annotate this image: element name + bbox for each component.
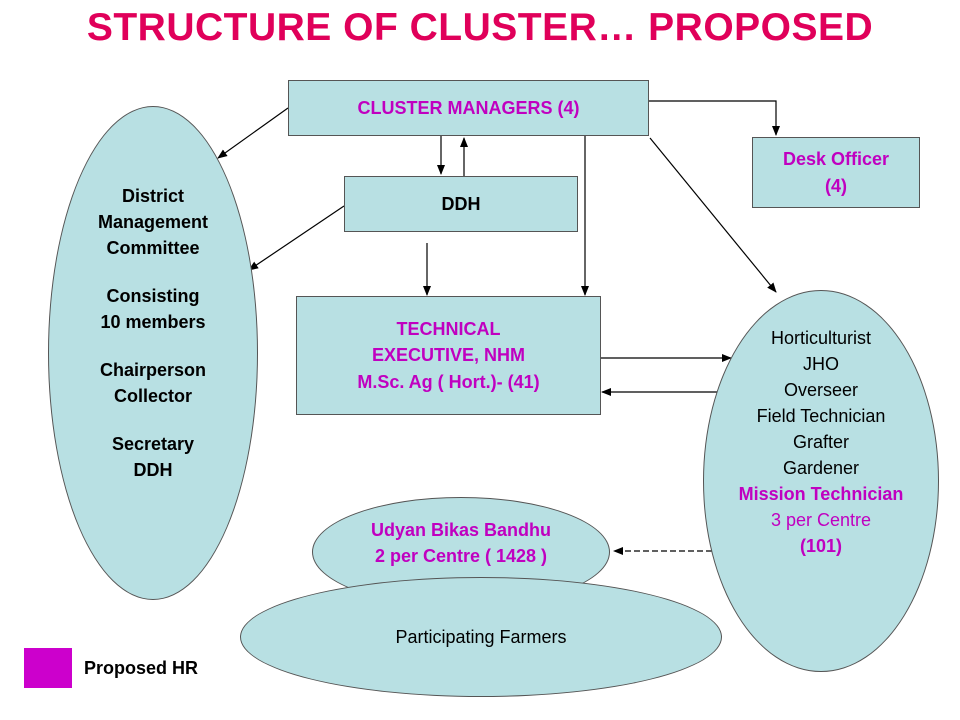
technical-executive-line: M.Sc. Ag ( Hort.)- (41)	[357, 371, 540, 392]
participating-farmers-label: Participating Farmers	[395, 626, 567, 647]
district-committee-line: DDH	[133, 460, 173, 481]
ddh-box: DDH	[344, 176, 578, 232]
cluster-managers-label: CLUSTER MANAGERS (4)	[357, 97, 580, 118]
desk-officer-label: Desk Officer	[782, 149, 890, 170]
district-committee-line: Secretary	[111, 434, 195, 455]
field-staff-item: Overseer	[783, 379, 858, 400]
field-staff-item: JHO	[802, 353, 839, 374]
desk-officer-box: Desk Officer (4)	[752, 137, 920, 208]
mission-technician-label: Mission Technician	[738, 484, 904, 505]
district-committee-line: 10 members	[100, 311, 206, 332]
district-committee-line: Consisting	[106, 285, 200, 306]
technical-executive-box: TECHNICAL EXECUTIVE, NHM M.Sc. Ag ( Hort…	[296, 296, 601, 415]
field-staff-item: Grafter	[792, 431, 849, 452]
udyan-count: 2 per Centre ( 1428 )	[374, 546, 548, 566]
district-committee-line: Committee	[106, 237, 200, 258]
cluster-managers-box: CLUSTER MANAGERS (4)	[288, 80, 649, 136]
field-staff-item: Gardener	[782, 458, 860, 479]
legend-swatch	[24, 648, 72, 688]
participating-farmers-ellipse: Participating Farmers	[240, 577, 722, 697]
district-committee-line: Collector	[113, 386, 192, 407]
mission-technician-count: (101)	[799, 536, 842, 557]
ddh-label: DDH	[441, 193, 481, 214]
page-title: STRUCTURE OF CLUSTER… PROPOSED	[86, 6, 874, 49]
field-staff-ellipse: Horticulturist JHO Overseer Field Techni…	[703, 290, 939, 672]
district-committee-line: Management	[97, 211, 209, 232]
technical-executive-line: TECHNICAL	[396, 319, 501, 340]
field-staff-item: Horticulturist	[770, 327, 871, 348]
district-committee-ellipse: District Management Committee Consisting…	[48, 106, 258, 600]
mission-technician-ratio: 3 per Centre	[770, 510, 872, 531]
field-staff-item: Field Technician	[756, 405, 886, 426]
legend-label: Proposed HR	[84, 658, 199, 678]
technical-executive-line: EXECUTIVE, NHM	[371, 345, 526, 366]
udyan-label: Udyan Bikas Bandhu	[370, 519, 552, 540]
district-committee-line: District	[121, 185, 184, 206]
desk-officer-count: (4)	[825, 175, 847, 196]
district-committee-line: Chairperson	[99, 360, 207, 381]
